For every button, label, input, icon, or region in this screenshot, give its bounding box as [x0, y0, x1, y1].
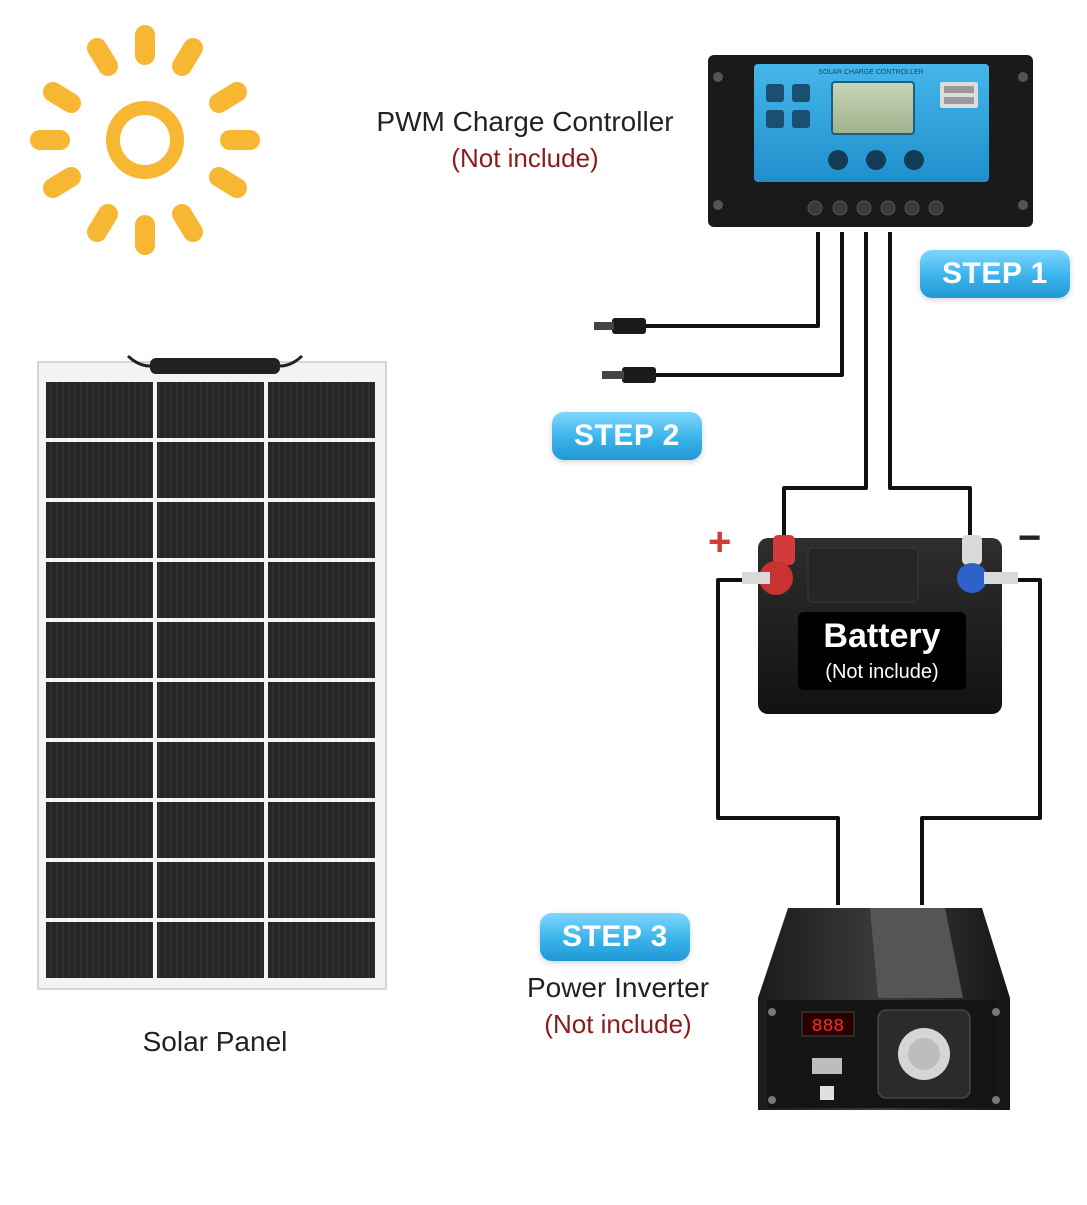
solar-panel-label: Solar Panel: [142, 1026, 288, 1057]
solar-panel-icon: [37, 354, 387, 990]
solar-cell: [268, 922, 375, 978]
inverter-title: Power Inverter: [526, 972, 710, 1003]
solar-cell: [268, 682, 375, 738]
solar-cell: [268, 502, 375, 558]
charge-controller-icon: SOLAR CHARGE CONTROLLER: [708, 55, 1033, 227]
solar-cell: [157, 382, 264, 438]
sun-icon: [30, 25, 260, 255]
step-3-badge: STEP 3: [540, 913, 690, 961]
solar-cell: [157, 562, 264, 618]
solar-cell: [157, 922, 264, 978]
solar-cell: [46, 442, 153, 498]
inverter-display: 888: [812, 1017, 844, 1037]
solar-cell: [268, 802, 375, 858]
battery-icon: [742, 535, 1018, 714]
step-1-badge: STEP 1: [920, 250, 1070, 298]
power-inverter-icon: 888: [758, 908, 1010, 1110]
solar-cell: [46, 742, 153, 798]
negative-terminal-icon: [957, 535, 1018, 593]
controller-title: PWM Charge Controller: [376, 106, 674, 137]
solar-cell: [157, 682, 264, 738]
solar-cell: [157, 502, 264, 558]
solar-cell: [268, 862, 375, 918]
solar-cell: [46, 622, 153, 678]
solar-cell: [268, 742, 375, 798]
solar-cell: [46, 502, 153, 558]
solar-cell: [268, 382, 375, 438]
controller-note: (Not include): [451, 143, 599, 173]
solar-cell: [157, 862, 264, 918]
wires: [645, 232, 1042, 905]
solar-cell: [268, 622, 375, 678]
positive-terminal-icon: [742, 535, 795, 595]
plus-sign: +: [708, 520, 732, 564]
solar-cell: [46, 922, 153, 978]
solar-cell: [157, 802, 264, 858]
solar-cell: [157, 742, 264, 798]
solar-cell: [46, 802, 153, 858]
mc4-connector-icon: [594, 318, 656, 383]
solar-cell: [157, 622, 264, 678]
solar-cell: [46, 862, 153, 918]
solar-cell: [46, 562, 153, 618]
solar-cell: [46, 682, 153, 738]
battery-title: Battery: [823, 617, 941, 655]
controller-screen-header: SOLAR CHARGE CONTROLLER: [818, 69, 923, 76]
step-2-badge: STEP 2: [552, 412, 702, 460]
solar-cell: [157, 442, 264, 498]
solar-cell: [46, 382, 153, 438]
minus-sign: −: [1018, 516, 1042, 560]
solar-cell: [268, 442, 375, 498]
inverter-note: (Not include): [544, 1009, 692, 1039]
solar-cell: [268, 562, 375, 618]
battery-note: (Not include): [825, 661, 939, 683]
